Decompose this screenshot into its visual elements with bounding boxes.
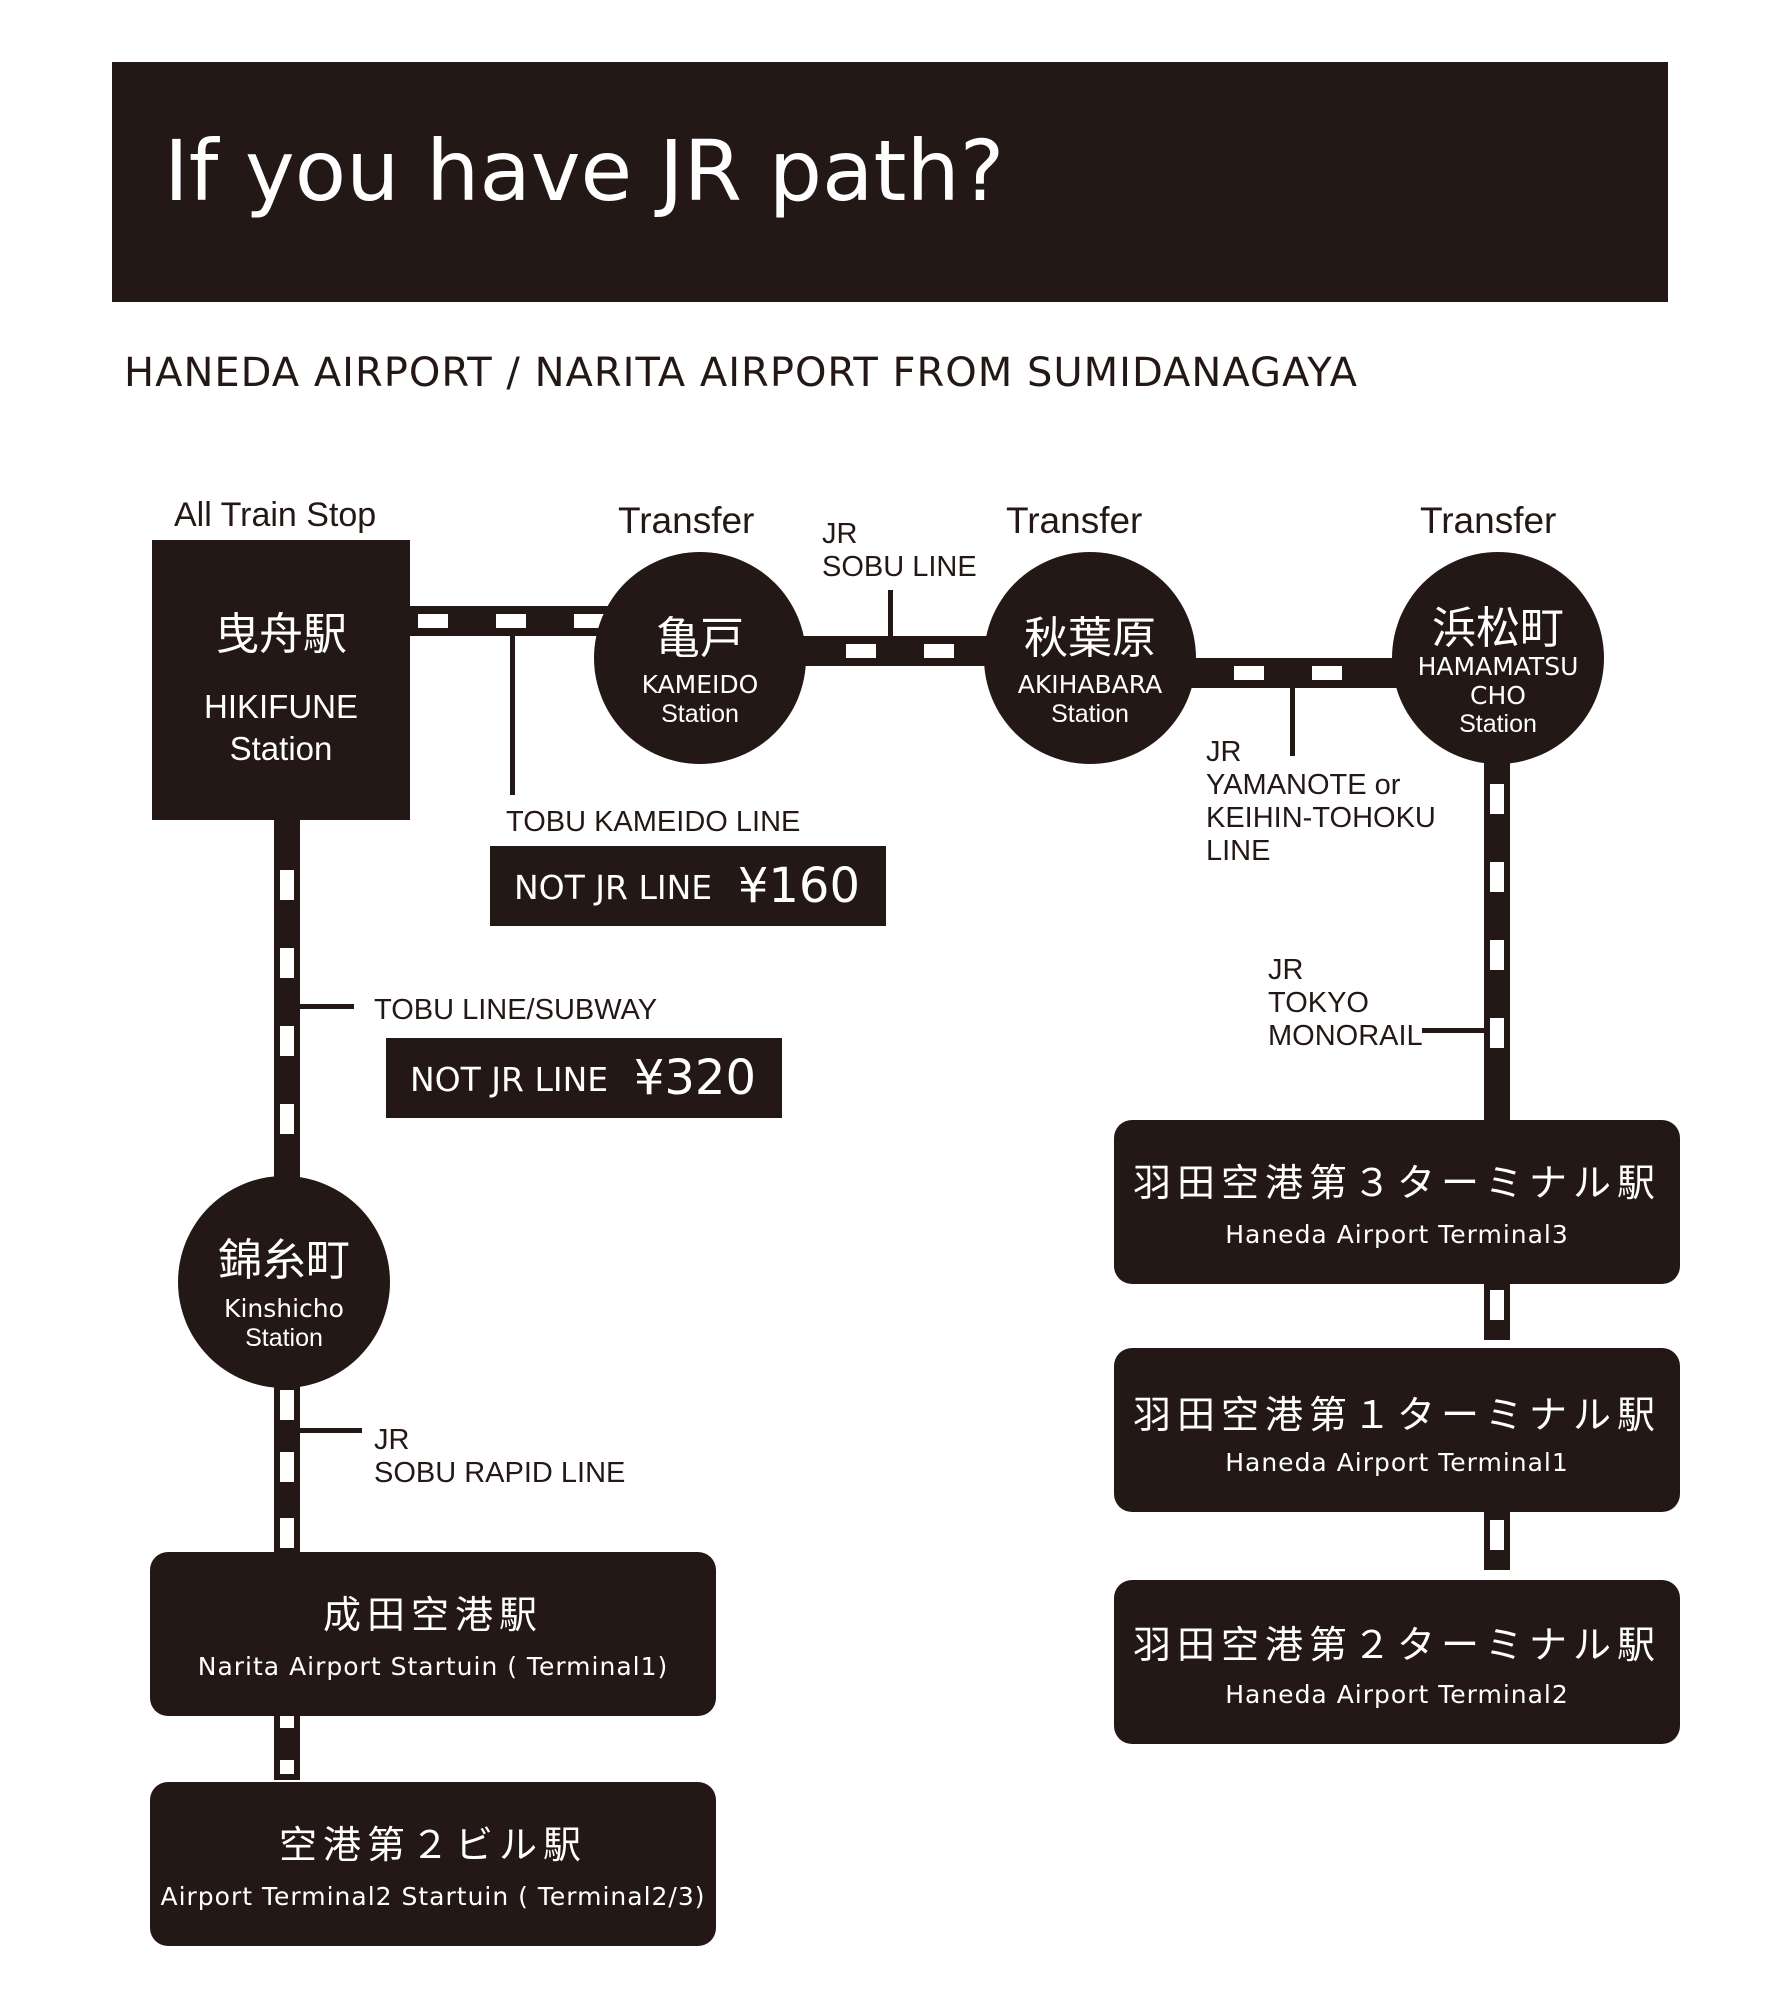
track-tie: [1490, 862, 1504, 892]
line-label-text: MONORAIL: [1268, 1020, 1423, 1052]
station-jp-name: 曳舟駅: [215, 609, 347, 660]
track-tie: [280, 1390, 294, 1420]
line-label-text: JR: [822, 518, 858, 550]
destination-haneda-terminal-2: 羽田空港第２ターミナル駅 Haneda Airport Terminal2: [1114, 1580, 1680, 1744]
station-suffix: Station: [1051, 700, 1129, 728]
station-suffix: Station: [245, 1324, 323, 1352]
station-suffix: Station: [1459, 710, 1537, 738]
station-en-name: HIKIFUNE: [203, 688, 358, 725]
line-label-tobu-kameido: TOBU KAMEIDO LINE: [506, 806, 801, 838]
line-label-jr-sobu: JR SOBU LINE: [822, 518, 977, 584]
line-label-text: YAMANOTE or: [1206, 769, 1401, 801]
transfer-label-kameido: Transfer: [618, 500, 755, 541]
title-banner: If you have JR path?: [112, 62, 1668, 302]
destination-en-name: Airport Terminal2 Startuin ( Terminal2/3…: [160, 1882, 706, 1911]
destination-en-name: Haneda Airport Terminal3: [1225, 1220, 1569, 1249]
station-kameido: 亀戸 KAMEIDO Station: [594, 552, 806, 764]
line-label-text: JR: [1206, 736, 1242, 768]
track-tie: [1312, 666, 1342, 680]
track-tie: [574, 614, 604, 628]
line-label-jr-sobu-rapid: JR SOBU RAPID LINE: [374, 1424, 625, 1490]
station-jp-name: 秋葉原: [1024, 613, 1156, 664]
line-pointer: [1290, 684, 1295, 756]
page-subtitle: HANEDA AIRPORT / NARITA AIRPORT FROM SUM…: [124, 350, 1358, 396]
station-en-name: AKIHABARA: [1017, 670, 1163, 699]
track-tie: [1490, 1290, 1504, 1320]
destination-jp-name: 羽田空港第３ターミナル駅: [1132, 1161, 1661, 1205]
fare-box-subway: NOT JR LINE ¥320: [386, 1038, 782, 1118]
station-hamamatsucho: 浜松町 HAMAMATSU CHO Station: [1392, 552, 1604, 764]
line-label-text: LINE: [1206, 835, 1271, 867]
track-tie: [280, 1760, 294, 1774]
all-train-stop-label: All Train Stop: [174, 496, 377, 534]
fare-note: NOT JR LINE: [514, 868, 713, 907]
station-jp-name: 錦糸町: [218, 1235, 350, 1286]
destination-jp-name: 成田空港駅: [322, 1593, 543, 1637]
line-label-text: JR: [374, 1424, 410, 1456]
station-akihabara: 秋葉原 AKIHABARA Station: [984, 552, 1196, 764]
track-tie: [1490, 940, 1504, 970]
track-jr-yamanote: [1190, 658, 1400, 688]
line-label-jr-yamanote: JR YAMANOTE or KEIHIN-TOHOKU LINE: [1206, 736, 1436, 868]
destination-en-name: Haneda Airport Terminal2: [1225, 1680, 1569, 1709]
station-suffix: Station: [661, 700, 739, 728]
station-hikifune: 曳舟駅 HIKIFUNE Station: [152, 540, 410, 820]
line-label-text: JR: [1268, 954, 1304, 986]
line-label-text: TOKYO: [1268, 987, 1369, 1019]
track-tie: [280, 1518, 294, 1548]
destination-jp-name: 羽田空港第１ターミナル駅: [1132, 1393, 1661, 1437]
line-pointer: [888, 590, 893, 640]
track-tie: [1490, 784, 1504, 814]
track-tie: [280, 870, 294, 900]
track-tie: [280, 1716, 294, 1728]
track-tie: [1234, 666, 1264, 680]
page-title: If you have JR path?: [164, 122, 1005, 220]
station-en-name: KAMEIDO: [641, 670, 759, 699]
station-en-name-2: CHO: [1470, 681, 1526, 710]
track-tie: [496, 614, 526, 628]
fare-price: ¥160: [737, 858, 860, 914]
destination-narita-terminal-2: 空港第２ビル駅 Airport Terminal2 Startuin ( Ter…: [150, 1782, 716, 1946]
track-tie: [846, 644, 876, 658]
track-tie: [924, 644, 954, 658]
line-pointer: [1422, 1028, 1488, 1033]
destination-haneda-terminal-1: 羽田空港第１ターミナル駅 Haneda Airport Terminal1: [1114, 1348, 1680, 1512]
destination-narita-terminal-1: 成田空港駅 Narita Airport Startuin ( Terminal…: [150, 1552, 716, 1716]
line-label-jr-monorail: JR TOKYO MONORAIL: [1268, 954, 1423, 1053]
track-tie: [280, 1452, 294, 1482]
transfer-label-hamamatsucho: Transfer: [1420, 500, 1557, 541]
station-jp-name: 浜松町: [1432, 603, 1564, 654]
line-pointer: [510, 630, 515, 795]
transfer-label-akihabara: Transfer: [1006, 500, 1143, 541]
station-en-name: Kinshicho: [224, 1294, 344, 1323]
fare-note: NOT JR LINE: [410, 1060, 609, 1099]
station-kinshicho: 錦糸町 Kinshicho Station: [178, 1176, 390, 1388]
station-jp-name: 亀戸: [656, 613, 744, 664]
track-jr-sobu: [800, 636, 1000, 666]
destination-jp-name: 羽田空港第２ターミナル駅: [1132, 1623, 1661, 1667]
destination-haneda-terminal-3: 羽田空港第３ターミナル駅 Haneda Airport Terminal3: [1114, 1120, 1680, 1284]
track-tie: [280, 1104, 294, 1134]
destination-en-name: Narita Airport Startuin ( Terminal1): [197, 1652, 669, 1681]
destination-en-name: Haneda Airport Terminal1: [1225, 1448, 1569, 1477]
line-label-text: KEIHIN-TOHOKU: [1206, 802, 1436, 834]
track-tie: [1490, 1520, 1504, 1550]
fare-box-kameido: NOT JR LINE ¥160: [490, 846, 886, 926]
destination-jp-name: 空港第２ビル駅: [278, 1823, 587, 1867]
track-tie: [280, 1026, 294, 1056]
line-label-text: SOBU LINE: [822, 551, 977, 583]
station-suffix: Station: [229, 730, 333, 767]
track-tie: [418, 614, 448, 628]
track-tie: [1490, 1018, 1504, 1048]
track-tie: [280, 948, 294, 978]
line-label-tobu-subway: TOBU LINE/SUBWAY: [374, 994, 658, 1026]
line-pointer: [296, 1004, 354, 1009]
line-pointer: [296, 1428, 362, 1433]
station-en-name: HAMAMATSU: [1417, 652, 1579, 681]
fare-price: ¥320: [633, 1050, 756, 1106]
line-label-text: SOBU RAPID LINE: [374, 1457, 626, 1489]
